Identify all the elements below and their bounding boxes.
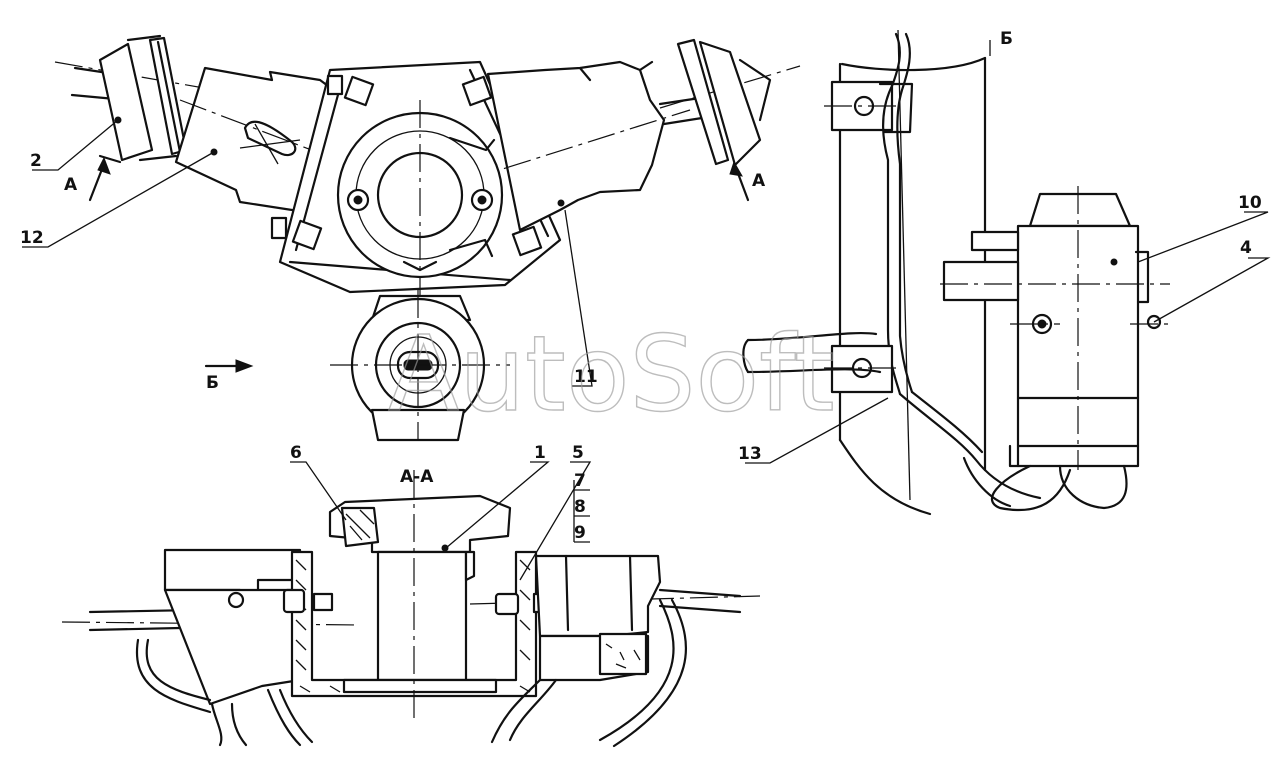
callout-12: 12 — [20, 228, 44, 248]
callout-1: 1 — [534, 443, 546, 463]
callout-10: 10 — [1238, 193, 1262, 213]
right-flange — [676, 38, 772, 167]
callout-2: 2 — [30, 151, 42, 171]
view-b-title: Б — [1000, 29, 1013, 49]
callout-8: 8 — [574, 497, 586, 517]
watermark: AutoSoft — [388, 313, 835, 435]
callout-13: 13 — [738, 444, 762, 464]
callout-4: 4 — [1240, 238, 1252, 258]
main-assembly-view — [54, 34, 801, 300]
bolt-heads — [270, 74, 543, 257]
callout-7: 7 — [574, 471, 586, 491]
callout-5: 5 — [572, 443, 584, 463]
view-a-left-label: А — [64, 175, 78, 195]
view-a-right-label: А — [752, 171, 766, 191]
lock-cylinder-view — [330, 290, 510, 442]
view-b-arrow-label: Б — [206, 373, 219, 393]
callout-6: 6 — [290, 443, 302, 463]
callout-leaders — [22, 116, 1271, 581]
callout-11: 11 — [574, 367, 598, 387]
section-title: А-А — [400, 467, 434, 487]
view-b — [742, 29, 1170, 516]
callout-9: 9 — [574, 523, 586, 543]
left-flange — [98, 34, 188, 162]
section-a-a-view — [61, 470, 761, 748]
switch-body — [940, 186, 1170, 470]
view-arrows — [88, 40, 991, 373]
